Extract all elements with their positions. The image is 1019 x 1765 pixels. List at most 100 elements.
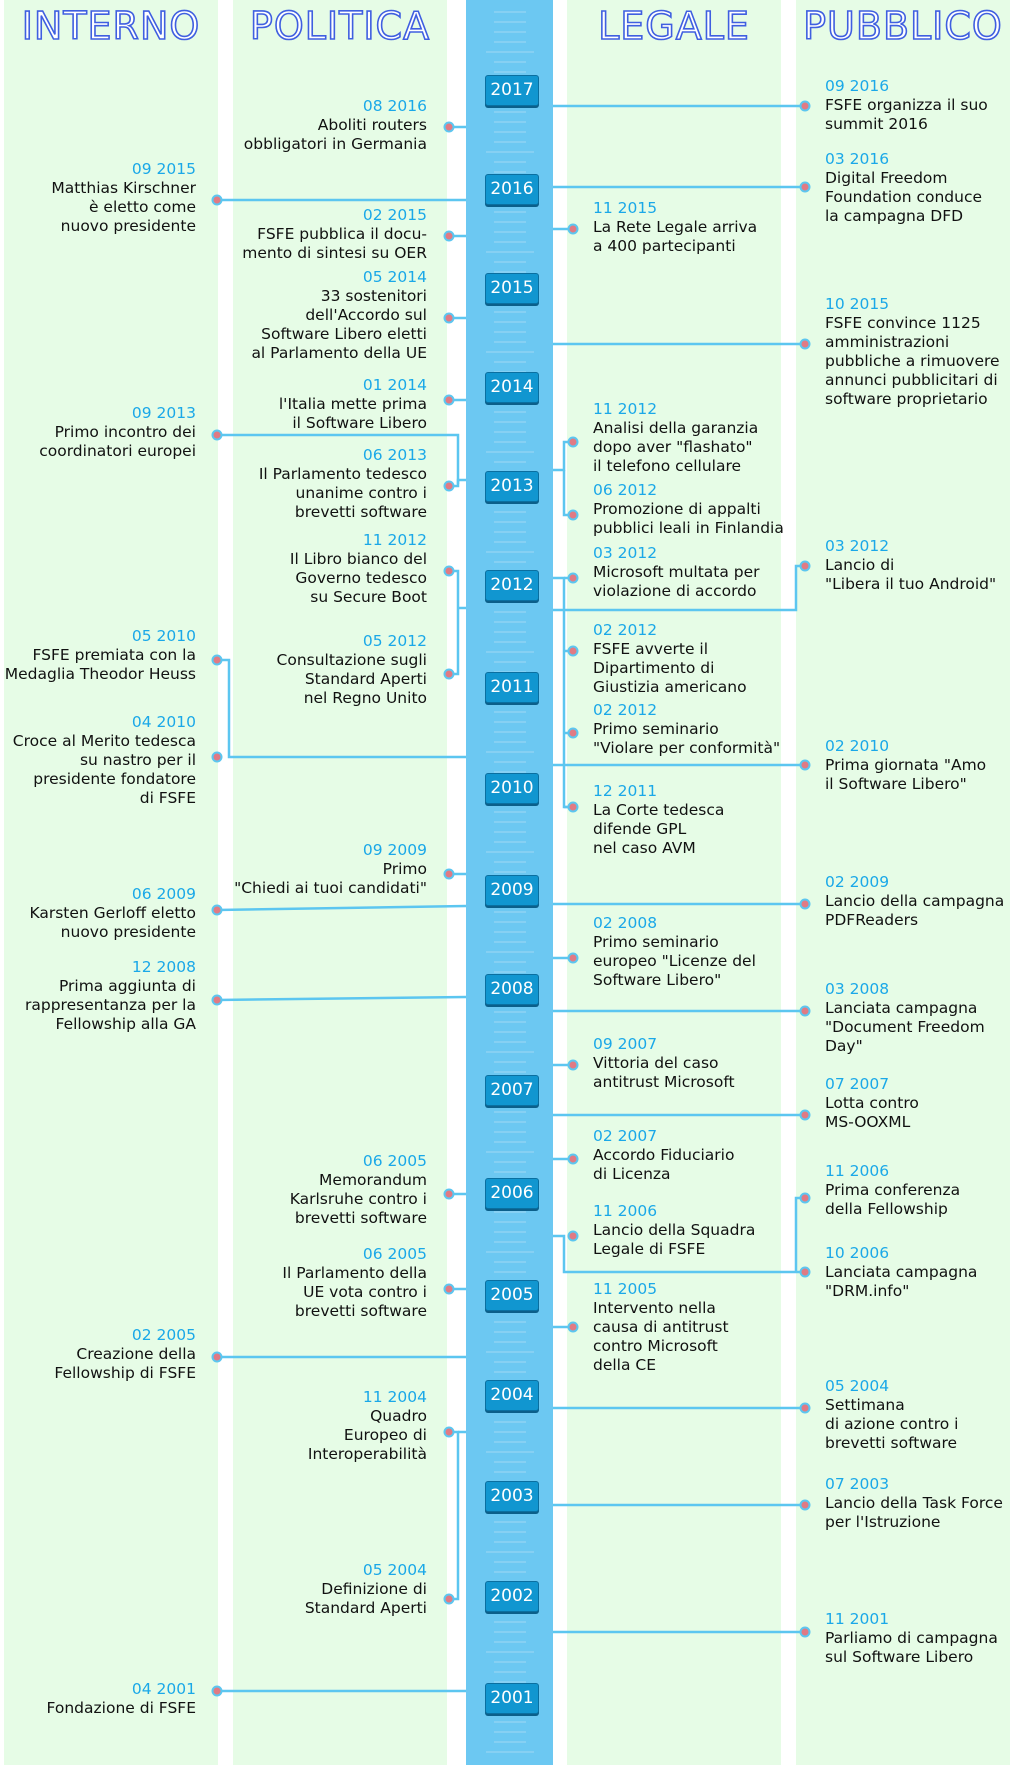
event-date: 09 2016 xyxy=(825,77,890,95)
year-marker: 2014 xyxy=(485,372,539,403)
connector-line xyxy=(553,576,573,809)
event-text: Prima conferenza della Fellowship xyxy=(825,1181,961,1218)
event-dot xyxy=(799,1192,811,1204)
event-text: Accordo Fiduciario di Licenza xyxy=(593,1146,735,1183)
event-dot xyxy=(567,1059,579,1071)
event-dot xyxy=(567,509,579,521)
event-date: 09 2009 xyxy=(362,841,427,859)
event-date: 02 2015 xyxy=(362,206,427,224)
event-text: La Rete Legale arriva a 400 partecipanti xyxy=(593,218,758,255)
event-dot xyxy=(567,801,579,813)
connector-line xyxy=(217,433,460,484)
event-date: 05 2012 xyxy=(362,632,427,650)
event-dot xyxy=(567,223,579,235)
event-text: l'Italia mette prima il Software Libero xyxy=(278,395,427,432)
event-text: Vittoria del caso antitrust Microsoft xyxy=(593,1054,735,1091)
event-dot xyxy=(567,436,579,448)
event-dot xyxy=(799,898,811,910)
column-politica-background xyxy=(233,0,447,1765)
event-date: 11 2012 xyxy=(593,400,658,418)
event-text: Promozione di appalti pubblici leali in … xyxy=(593,500,784,537)
event-text: Lancio della Squadra Legale di FSFE xyxy=(593,1221,756,1258)
event-dot xyxy=(567,727,579,739)
event-date: 06 2012 xyxy=(593,481,658,499)
event-dot xyxy=(799,1402,811,1414)
event-date: 07 2007 xyxy=(825,1075,890,1093)
column-header-interno: INTERNO xyxy=(21,3,201,49)
column-header-politica: POLITICA xyxy=(249,3,431,49)
event-date: 10 2015 xyxy=(825,295,890,313)
event-text: Aboliti routers obbligatori in Germania xyxy=(243,116,427,153)
event-dot xyxy=(443,230,455,242)
year-marker: 2012 xyxy=(485,570,539,601)
event-text: Matthias Kirschner è eletto come nuovo p… xyxy=(51,179,196,235)
event-date: 02 2010 xyxy=(825,737,890,755)
event-date: 11 2006 xyxy=(593,1202,658,1220)
event-dot xyxy=(211,1351,223,1363)
event-text: Primo seminario europeo "Licenze del Sof… xyxy=(593,933,756,989)
event-dot xyxy=(443,1188,455,1200)
event-dot xyxy=(211,194,223,206)
event-dot xyxy=(799,560,811,572)
event-dot xyxy=(443,480,455,492)
event-date: 12 2011 xyxy=(593,782,658,800)
event-date: 06 2009 xyxy=(131,885,196,903)
year-marker: 2017 xyxy=(485,75,539,106)
event-text: Croce al Merito tedesca su nastro per il… xyxy=(12,732,196,807)
event-date: 09 2015 xyxy=(131,160,196,178)
event-date: 11 2006 xyxy=(825,1162,890,1180)
year-marker: 2015 xyxy=(485,273,539,304)
event-dot xyxy=(443,1283,455,1295)
event-date: 06 2005 xyxy=(362,1152,427,1170)
connector-line xyxy=(216,995,467,1002)
event-text: Prima aggiunta di rappresentanza per la … xyxy=(25,977,196,1033)
event-date: 06 2013 xyxy=(362,446,427,464)
event-dot xyxy=(211,429,223,441)
event-dot xyxy=(567,1153,579,1165)
year-marker: 2016 xyxy=(485,174,539,205)
event-dot xyxy=(799,100,811,112)
event-text: Primo "Chiedi ai tuoi candidati" xyxy=(234,860,427,897)
event-date: 05 2014 xyxy=(362,268,427,286)
event-text: Il Parlamento tedesco unanime contro i b… xyxy=(258,465,427,521)
event-dot xyxy=(799,181,811,193)
event-date: 05 2004 xyxy=(362,1561,427,1579)
event-date: 03 2012 xyxy=(825,537,890,555)
year-marker: 2007 xyxy=(485,1075,539,1106)
connector-line xyxy=(449,569,460,676)
connector-line xyxy=(449,1430,460,1601)
event-date: 02 2012 xyxy=(593,621,658,639)
event-date: 05 2004 xyxy=(825,1377,890,1395)
event-date: 03 2016 xyxy=(825,150,890,168)
event-dot xyxy=(799,1005,811,1017)
event-date: 11 2004 xyxy=(362,1388,427,1406)
year-marker: 2005 xyxy=(485,1280,539,1311)
event-date: 11 2001 xyxy=(825,1610,890,1628)
event-dot xyxy=(211,751,223,763)
year-marker: 2004 xyxy=(485,1380,539,1411)
event-text: Primo seminario "Violare per conformità" xyxy=(593,720,781,757)
year-marker: 2002 xyxy=(485,1581,539,1612)
event-date: 01 2014 xyxy=(362,376,427,394)
event-text: Prima giornata "Amo il Software Libero" xyxy=(825,756,987,793)
year-marker: 2006 xyxy=(485,1178,539,1209)
event-text: Lanciata campagna "DRM.info" xyxy=(825,1263,978,1300)
